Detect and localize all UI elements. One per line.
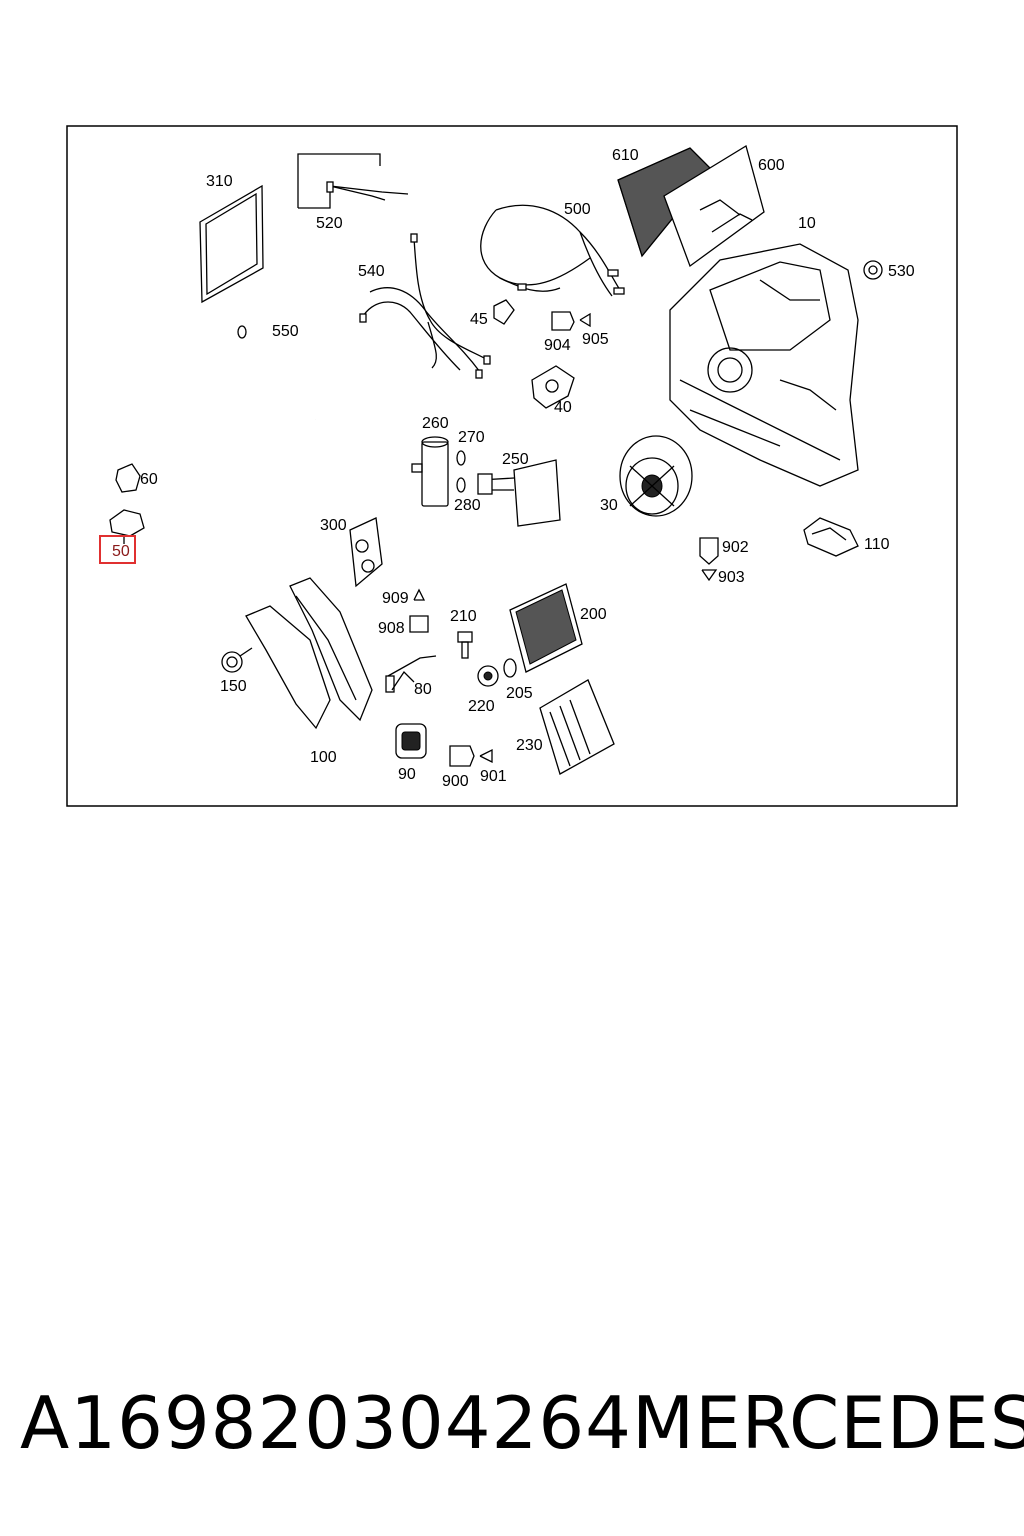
part-280-seal[interactable] <box>456 477 466 493</box>
part-50-highlight <box>99 535 136 564</box>
part-500-harness[interactable] <box>480 204 625 297</box>
label-610: 610 <box>612 147 639 164</box>
part-905-pin[interactable] <box>579 312 591 328</box>
part-100-duct[interactable] <box>245 577 373 730</box>
label-10: 10 <box>798 215 816 232</box>
label-150: 150 <box>220 678 247 695</box>
label-300: 300 <box>320 517 347 534</box>
label-60: 60 <box>140 471 158 488</box>
part-205-ring[interactable] <box>503 658 517 678</box>
label-270: 270 <box>458 429 485 446</box>
part-50-actuator[interactable] <box>109 509 145 544</box>
label-900: 900 <box>442 773 469 790</box>
part-90-motor[interactable] <box>395 723 427 759</box>
label-210: 210 <box>450 608 477 625</box>
label-100: 100 <box>310 749 337 766</box>
part-230-radiator[interactable] <box>539 679 615 775</box>
diagram-frame <box>66 125 958 807</box>
part-908-connector[interactable] <box>409 615 429 633</box>
label-540: 540 <box>358 263 385 280</box>
part-260-valve[interactable] <box>411 436 449 507</box>
part-520-harness[interactable] <box>297 153 409 209</box>
part-902-connector[interactable] <box>699 537 719 565</box>
part-600-frame[interactable] <box>663 144 765 268</box>
part-80-lever[interactable] <box>385 655 437 693</box>
label-530: 530 <box>888 263 915 280</box>
label-909: 909 <box>382 590 409 607</box>
part-530-nut[interactable] <box>863 260 883 280</box>
part-540-harness[interactable] <box>359 233 491 379</box>
label-280: 280 <box>454 497 481 514</box>
label-905: 905 <box>582 331 609 348</box>
label-908: 908 <box>378 620 405 637</box>
label-200: 200 <box>580 606 607 623</box>
part-909-pin[interactable] <box>413 588 426 601</box>
label-230: 230 <box>516 737 543 754</box>
label-205: 205 <box>506 685 533 702</box>
part-150-screw[interactable] <box>221 647 253 673</box>
label-904: 904 <box>544 337 571 354</box>
label-45: 45 <box>470 311 488 328</box>
part-310-panel[interactable] <box>199 184 264 304</box>
part-270-seal[interactable] <box>456 450 466 466</box>
label-90: 90 <box>398 766 416 783</box>
label-310: 310 <box>206 173 233 190</box>
label-30: 30 <box>600 497 618 514</box>
part-220-fitting[interactable] <box>477 665 499 687</box>
part-30-blower[interactable] <box>619 435 693 517</box>
part-210-bolt[interactable] <box>457 631 473 659</box>
label-903: 903 <box>718 569 745 586</box>
brand-name: MERCEDES <box>631 1381 1024 1465</box>
part-40-actuator[interactable] <box>531 365 575 409</box>
label-80: 80 <box>414 681 432 698</box>
part-250-heater-core[interactable] <box>477 459 561 527</box>
label-600: 600 <box>758 157 785 174</box>
label-220: 220 <box>468 698 495 715</box>
part-number: A169820304264 <box>20 1381 632 1465</box>
part-60-actuator[interactable] <box>115 463 141 493</box>
label-40: 40 <box>554 399 572 416</box>
part-904-connector[interactable] <box>551 311 575 331</box>
footer-caption: A169820304264 MERCEDES <box>20 1378 1024 1468</box>
label-50: 50 <box>112 543 130 560</box>
label-250: 250 <box>502 451 529 468</box>
label-110: 110 <box>864 536 890 553</box>
part-903-pin[interactable] <box>701 569 718 582</box>
part-550-pipe[interactable] <box>237 325 319 421</box>
label-500: 500 <box>564 201 591 218</box>
part-200-evaporator[interactable] <box>509 583 583 673</box>
part-300-gasket[interactable] <box>349 517 383 588</box>
part-901-pin[interactable] <box>479 748 493 764</box>
label-902: 902 <box>722 539 749 556</box>
label-550: 550 <box>272 323 299 340</box>
part-900-connector[interactable] <box>449 745 475 767</box>
part-10-housing[interactable] <box>669 243 859 487</box>
parts-diagram: 310 520 540 550 500 610 600 10 530 45 90… <box>66 125 958 807</box>
label-901: 901 <box>480 768 507 785</box>
part-45-sensor[interactable] <box>493 299 515 325</box>
label-520: 520 <box>316 215 343 232</box>
label-260: 260 <box>422 415 449 432</box>
part-110-bracket[interactable] <box>803 517 859 557</box>
